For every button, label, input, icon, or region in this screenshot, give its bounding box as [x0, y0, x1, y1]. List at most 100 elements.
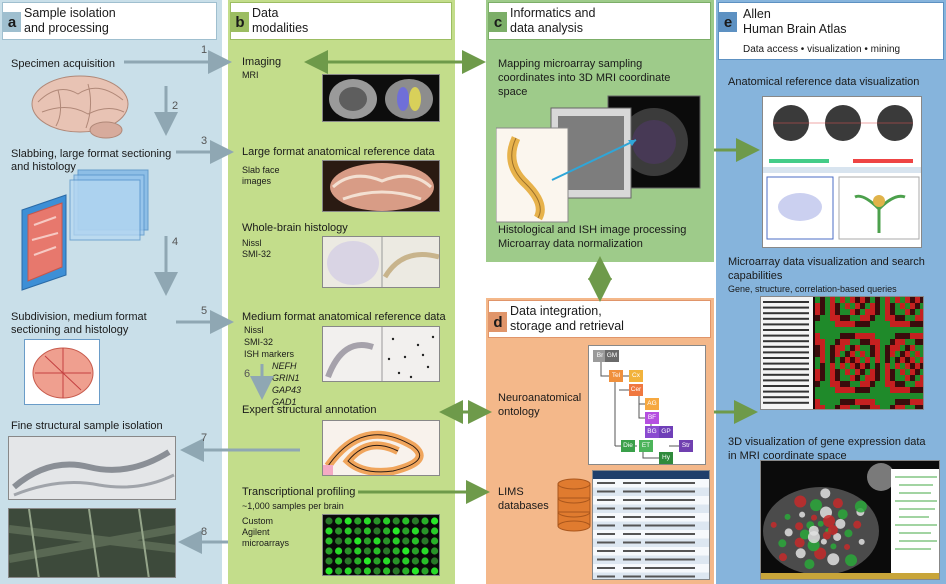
- step-8-number: 8: [201, 526, 208, 538]
- panel-c-letter: c: [489, 12, 507, 32]
- microarray-image: [322, 514, 440, 576]
- step-2-number: 2: [172, 100, 179, 112]
- database-icon: [557, 478, 591, 532]
- ontology-node-bg: BG: [645, 426, 659, 438]
- step-1-number: 1: [201, 44, 208, 56]
- ontology-label-line1: Neuroanatomical: [498, 392, 582, 404]
- panel-e-title-line2: Human Brain Atlas: [743, 22, 847, 36]
- gene3d-line2: in MRI coordinate space: [728, 450, 847, 462]
- subdivision-label-line1: Subdivision, medium format: [11, 311, 147, 323]
- slabbing-label-line2: and histology: [11, 161, 76, 173]
- panel-e-title-line1: Allen: [743, 7, 771, 21]
- expert-annotation-label: Expert structural annotation: [242, 404, 377, 416]
- anatomical-visualization-label: Anatomical reference data visualization: [728, 76, 920, 88]
- ontology-node-et: ET: [639, 440, 653, 452]
- ontology-node-ag: AG: [645, 398, 659, 410]
- medium-format-section-image: [24, 339, 100, 405]
- panel-d-letter: d: [489, 312, 507, 332]
- fine-structural-label: Fine structural sample isolation: [11, 420, 163, 432]
- whole-brain-histology-image: [322, 236, 440, 288]
- panel-c-title-line1: Informatics and: [510, 6, 596, 20]
- ontology-label-line2: ontology: [498, 406, 540, 418]
- panel-b-title-line1: Data: [252, 6, 279, 20]
- mapping-line1: Mapping microarray sampling: [498, 58, 643, 70]
- ontology-node-gp: GP: [659, 426, 673, 438]
- panel-c-title-line2: data analysis: [510, 21, 583, 35]
- panel-a-header: [2, 2, 217, 40]
- queries-label: Gene, structure, correlation-based queri…: [728, 284, 897, 294]
- imaging-label: Imaging: [242, 56, 282, 68]
- panel-c-header: [488, 2, 711, 40]
- ontology-node-cer: Cer: [629, 384, 643, 396]
- ontology-node-str: Str: [679, 440, 693, 452]
- microarray-vis-line1: Microarray data visualization and search: [728, 256, 925, 268]
- medium-nissl: Nissl: [244, 325, 264, 335]
- panel-d-title-line2: storage and retrieval: [510, 319, 624, 333]
- panel-b-title-line2: modalities: [252, 21, 309, 35]
- ontology-node-bf: BF: [645, 412, 659, 424]
- whole-brain-smi32: SMI-32: [242, 249, 272, 259]
- step-4-number: 4: [172, 236, 179, 248]
- ontology-node-tel: Tel: [609, 370, 623, 382]
- fine-structural-image-1: [8, 436, 176, 500]
- specimen-acquisition-label: Specimen acquisition: [11, 58, 115, 70]
- gene-3d-screenshot: [760, 460, 940, 580]
- heatmap-screenshot: [760, 296, 924, 410]
- panel-e-header: [718, 2, 944, 60]
- marker-gap43: GAP43: [272, 385, 302, 395]
- ish-markers-label: ISH markers: [244, 349, 295, 359]
- ontology-node-br: Br: [593, 350, 607, 362]
- transcriptional-profiling-label: Transcriptional profiling: [242, 486, 356, 498]
- mapping-line3: space: [498, 86, 528, 98]
- ontology-tree: Br GM Tel Cx Cer AG BF BG GP Str Die ET …: [588, 345, 706, 465]
- ontology-node-cx: Cx: [629, 370, 643, 382]
- medium-format-image: [322, 326, 440, 382]
- whole-brain-label: Whole-brain histology: [242, 222, 348, 234]
- panel-e-subtitle: Data access • visualization • mining: [743, 44, 901, 55]
- marker-gad1: GAD1: [272, 397, 297, 407]
- ontology-node-die: Die: [621, 440, 635, 452]
- panel-d-header: [488, 300, 711, 338]
- medium-format-label: Medium format anatomical reference data: [242, 311, 446, 323]
- step-5-number: 5: [201, 305, 208, 317]
- ontology-node-hy: Hy: [659, 452, 673, 464]
- lims-table-thumbnail: [592, 470, 710, 580]
- marker-grin1: GRIN1: [272, 373, 300, 383]
- large-format-label: Large format anatomical reference data: [242, 146, 435, 158]
- fine-structural-image-2: [8, 508, 176, 578]
- mapping-line2: coordinates into 3D MRI coordinate: [498, 72, 671, 84]
- registration-stack-illustration: [496, 95, 701, 223]
- panel-e-letter: e: [719, 12, 737, 32]
- custom-line3: microarrays: [242, 538, 290, 548]
- marker-nefh: NEFH: [272, 361, 297, 371]
- slab-face-image: [322, 160, 440, 212]
- expert-annotation-image: [322, 420, 440, 476]
- samples-per-brain: ~1,000 samples per brain: [242, 501, 344, 511]
- custom-line1: Custom: [242, 516, 274, 526]
- panel-a-letter: a: [3, 12, 21, 32]
- ontology-node-gm: GM: [605, 350, 619, 362]
- step-7-number: 7: [201, 432, 208, 444]
- slab-face-line1: Slab face: [242, 165, 280, 175]
- panel-b-letter: b: [231, 12, 249, 32]
- panel-a-title-line1: Sample isolation: [24, 6, 116, 20]
- subdivision-label-line2: sectioning and histology: [11, 324, 129, 336]
- step-3-number: 3: [201, 135, 208, 147]
- mri-label: MRI: [242, 70, 259, 80]
- panel-d-title-line1: Data integration,: [510, 304, 602, 318]
- slab-face-line2: images: [242, 176, 272, 186]
- slab-sections-illustration: [21, 169, 149, 291]
- whole-brain-nissl: Nissl: [242, 238, 262, 248]
- slabbing-label-line1: Slabbing, large format sectioning: [11, 148, 172, 160]
- lims-label-line1: LIMS: [498, 486, 524, 498]
- step-6-number: 6: [244, 368, 251, 380]
- mri-image: [322, 74, 440, 122]
- lims-label-line2: databases: [498, 500, 549, 512]
- brain-illustration: [31, 75, 129, 139]
- medium-smi32: SMI-32: [244, 337, 274, 347]
- gene3d-line1: 3D visualization of gene expression data: [728, 436, 926, 448]
- histo-processing-line2: Microarray data normalization: [498, 238, 643, 250]
- custom-line2: Agilent: [242, 527, 270, 537]
- anatomical-viewer-screenshot: [762, 96, 922, 248]
